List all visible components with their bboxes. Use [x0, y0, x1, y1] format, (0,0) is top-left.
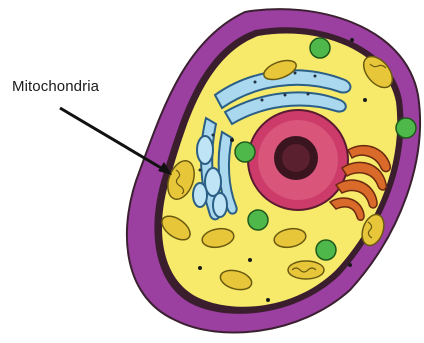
- nucleolus-core: [282, 144, 310, 172]
- mitochondria-label: Mitochondria: [12, 78, 99, 95]
